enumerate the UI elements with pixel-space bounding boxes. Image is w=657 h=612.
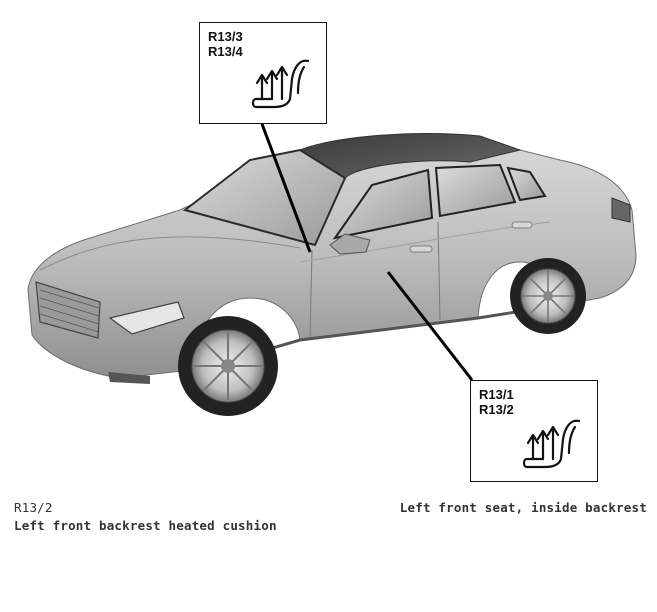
component-codes: R13/1 R13/2 [479, 387, 514, 417]
component-code-label: R13/2 [14, 500, 53, 515]
seat-backrest-heating-icon [251, 59, 310, 109]
callout-box-top: R13/3 R13/4 [199, 22, 327, 124]
component-code: R13/3 [208, 29, 243, 44]
component-description: Left front backrest heated cushion [14, 518, 277, 533]
rear-wheel [510, 258, 586, 334]
seat-backrest-heating-icon [522, 419, 581, 469]
car-body [27, 133, 637, 384]
car-illustration [27, 123, 637, 416]
component-location: Left front seat, inside backrest [399, 500, 647, 515]
component-caption: R13/2 Left front backrest heated cushion [14, 499, 277, 535]
leader-line-top [260, 123, 312, 253]
component-codes: R13/3 R13/4 [208, 29, 243, 59]
component-location-caption: Left front seat, inside backrest [400, 499, 647, 517]
component-code: R13/1 [479, 387, 514, 402]
leader-line-bottom [386, 271, 474, 381]
component-code: R13/2 [479, 402, 514, 417]
callout-box-bottom: R13/1 R13/2 [470, 380, 598, 482]
front-wheel [178, 316, 278, 416]
component-code: R13/4 [208, 44, 243, 59]
